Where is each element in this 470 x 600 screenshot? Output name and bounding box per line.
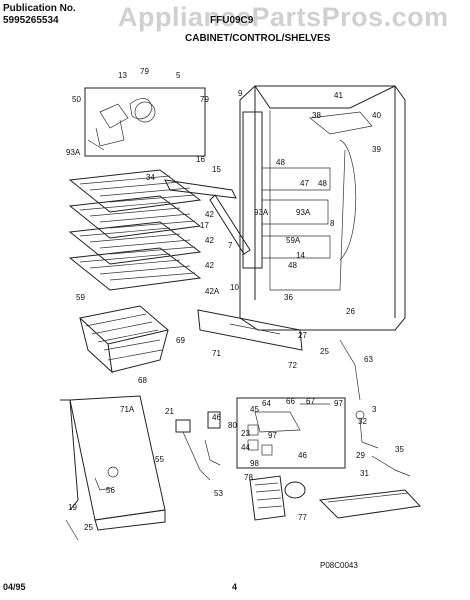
callout: 63 [364, 355, 373, 364]
cabinet-body [239, 85, 406, 331]
callout: 3 [372, 405, 377, 414]
callout: 45 [250, 405, 259, 414]
callout: 69 [176, 336, 185, 345]
callout: 41 [334, 91, 343, 100]
callout: 25 [84, 523, 93, 532]
callout: 46 [298, 451, 307, 460]
callout: 78 [244, 473, 253, 482]
callout: 42 [205, 261, 214, 270]
callout: 8 [330, 219, 335, 228]
callout: 97 [334, 399, 343, 408]
callout: 48 [288, 261, 297, 270]
footer-date: 04/95 [3, 582, 26, 592]
callout-numbers: 13 79 5 79 50 93A 9 41 38 40 39 16 15 48… [66, 67, 404, 532]
callout: 27 [298, 331, 307, 340]
callout: 59A [286, 236, 301, 245]
callout: 34 [146, 173, 155, 182]
fan-assembly-inset [84, 87, 206, 157]
callout: 48 [318, 179, 327, 188]
compressor-relay [249, 475, 306, 521]
callout: 32 [358, 417, 367, 426]
callout: 7 [228, 241, 233, 250]
callout: 16 [196, 155, 205, 164]
electrical-inset [236, 397, 346, 469]
callout: 44 [241, 443, 250, 452]
callout: 35 [395, 445, 404, 454]
footer-page: 4 [232, 582, 238, 592]
callout: 68 [138, 376, 147, 385]
thermostat-wiring [175, 411, 221, 481]
callout: 93A [296, 208, 311, 217]
section-title: CABINET/CONTROL/SHELVES [185, 33, 331, 44]
callout: 98 [250, 459, 259, 468]
callout: 10 [230, 283, 239, 292]
publication-label: Publication No. [3, 3, 76, 14]
callout: 77 [298, 513, 307, 522]
callout: 9 [238, 89, 243, 98]
callout: 38 [312, 111, 321, 120]
callout: 17 [200, 221, 209, 230]
callout: 79 [200, 95, 209, 104]
callout: 97 [268, 431, 277, 440]
callout: 42 [205, 236, 214, 245]
callout: 67 [306, 397, 315, 406]
callout: 48 [276, 158, 285, 167]
callout: 5 [176, 71, 181, 80]
callout: 14 [296, 251, 305, 260]
callout: 31 [360, 469, 369, 478]
callout: 79 [140, 67, 149, 76]
callout: 56 [106, 486, 115, 495]
callout: 80 [228, 421, 237, 430]
top-trim [164, 179, 237, 199]
drain-pan [318, 339, 422, 519]
callout: 42A [205, 287, 220, 296]
door-trim [209, 194, 251, 255]
callout: 29 [356, 451, 365, 460]
freezer-basket [78, 305, 170, 374]
callout: 40 [372, 111, 381, 120]
callout: 71 [212, 349, 221, 358]
kickplate [197, 309, 303, 351]
callout: 50 [72, 95, 81, 104]
wire-shelves [68, 169, 202, 291]
watermark: AppliancePartsPros.com [118, 2, 449, 32]
model-number: FFU09C9 [210, 15, 254, 26]
callout: 93A [66, 148, 81, 157]
callout: 15 [212, 165, 221, 174]
callout: 25 [320, 347, 329, 356]
callout: 19 [68, 503, 77, 512]
callout: 23 [241, 429, 250, 438]
callout: 64 [262, 399, 271, 408]
callout: 13 [118, 71, 127, 80]
diagram-code: P08C0043 [320, 561, 358, 570]
callout: 53 [214, 489, 223, 498]
callout: 39 [372, 145, 381, 154]
control-panel [60, 395, 166, 541]
callout: 42 [205, 210, 214, 219]
callout: 36 [284, 293, 293, 302]
callout: 47 [300, 179, 309, 188]
callout: 72 [288, 361, 297, 370]
callout: 93A [254, 208, 269, 217]
publication-number: 5995265534 [3, 15, 59, 26]
callout: 59 [76, 293, 85, 302]
callout: 46 [212, 413, 221, 422]
callout: 55 [155, 455, 164, 464]
callout: 66 [286, 397, 295, 406]
callout: 26 [346, 307, 355, 316]
callout: 21 [165, 407, 174, 416]
callout: 71A [120, 405, 135, 414]
